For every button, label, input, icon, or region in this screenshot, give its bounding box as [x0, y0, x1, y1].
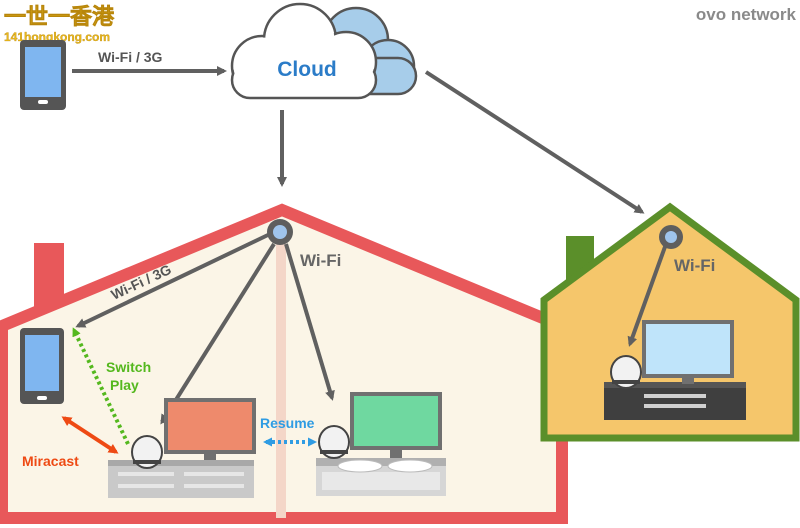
arrow-remote-router-to-device	[627, 243, 668, 347]
switch-play-line2: Play	[110, 377, 139, 393]
arrow-miracast	[61, 416, 119, 454]
watermark-logo: 一世一香港 141hongkong.com	[4, 4, 116, 44]
top-phone-screen	[25, 47, 61, 97]
cloud-shape: Cloud	[230, 2, 418, 100]
home-phone-screen	[25, 335, 59, 391]
bedroom-ovo-box	[318, 425, 350, 459]
living-room-ovo-box	[131, 435, 163, 469]
resume-label: Resume	[260, 415, 315, 431]
bedroom-tv	[350, 392, 442, 458]
arrow-router-to-tv	[160, 242, 276, 425]
cloud-front-fill	[233, 5, 375, 96]
remote-tv	[642, 320, 734, 384]
arrow-router-to-phone	[75, 226, 279, 328]
living-room-tv-stand	[108, 460, 254, 498]
cloud-label: Cloud	[277, 58, 336, 81]
label-phone-to-cloud: Wi-Fi / 3G	[98, 49, 163, 65]
connection-arrows	[72, 66, 668, 425]
arrow-router-to-bedroom	[284, 243, 335, 401]
living-room-tv-screen	[168, 402, 252, 450]
remote-ovo-box	[610, 355, 642, 389]
remote-tv-stand	[604, 382, 746, 420]
switch-play-line1: Switch	[106, 359, 151, 375]
home-room-divider	[276, 226, 286, 518]
bedroom-bed	[316, 458, 446, 496]
home-wifi-label: Wi-Fi	[300, 251, 341, 270]
remote-tv-screen	[646, 324, 730, 374]
home-phone	[20, 328, 64, 404]
miracast-label: Miracast	[22, 453, 79, 469]
watermark-line1: 一世一香港	[4, 4, 115, 29]
brand-title: ovo network	[696, 5, 797, 24]
remote-router-icon	[659, 225, 683, 249]
main-home	[0, 203, 568, 524]
home-router-icon	[267, 219, 293, 245]
arrow-cloud-to-remote	[424, 70, 645, 214]
remote-wifi-label: Wi-Fi	[674, 256, 715, 275]
bedroom-tv-screen	[354, 396, 438, 446]
living-room-tv	[164, 398, 256, 460]
top-phone	[20, 40, 66, 110]
